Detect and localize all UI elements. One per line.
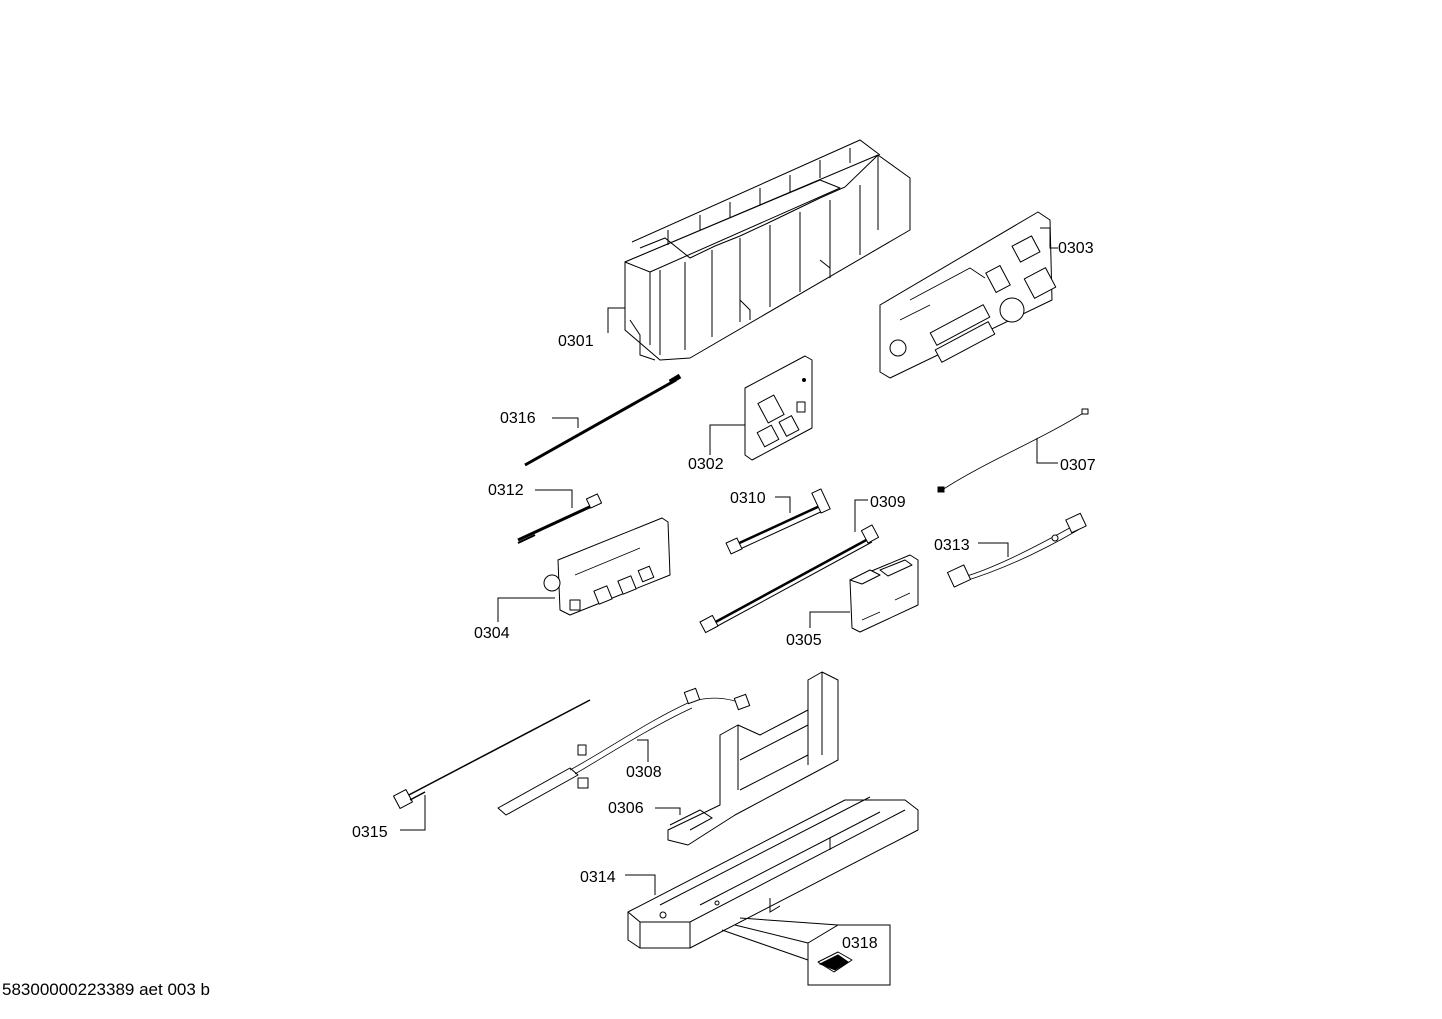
label-0302: 0302: [688, 456, 724, 473]
leader-0314: [625, 874, 656, 895]
leader-0301: [607, 307, 625, 333]
part-0305-module[interactable]: [849, 554, 919, 633]
label-0303: 0303: [1058, 240, 1094, 257]
label-0301: 0301: [558, 333, 594, 350]
part-0309-cable[interactable]: [699, 524, 880, 634]
label-0309: 0309: [870, 494, 906, 511]
label-0306: 0306: [608, 800, 644, 817]
leader-0312: [535, 489, 573, 508]
part-0312-cable[interactable]: [517, 493, 603, 544]
part-0314-tray[interactable]: [627, 796, 919, 949]
part-0316-cable[interactable]: [524, 373, 682, 467]
label-0307: 0307: [1060, 457, 1096, 474]
label-0308: 0308: [626, 764, 662, 781]
part-0301-housing[interactable]: [624, 139, 911, 361]
label-0314: 0314: [580, 869, 616, 886]
label-0313: 0313: [934, 537, 970, 554]
part-0318-pad-detail[interactable]: [721, 917, 891, 986]
part-0307-wire[interactable]: [937, 408, 1089, 493]
leader-0305: [809, 611, 850, 628]
part-0303-control-board[interactable]: [879, 211, 1057, 379]
leader-0316: [552, 417, 579, 428]
part-0313-harness[interactable]: [946, 512, 1087, 588]
label-0316: 0316: [500, 410, 536, 427]
label-0305: 0305: [786, 632, 822, 649]
part-0306-frame[interactable]: [667, 671, 839, 846]
label-0318: 0318: [842, 935, 878, 952]
leader-0307: [1036, 438, 1058, 464]
leader-0315: [400, 795, 426, 831]
leader-0304: [497, 597, 555, 622]
label-0304: 0304: [474, 625, 510, 642]
leader-0302: [709, 424, 745, 455]
document-id: 58300000223389 aet 003 b: [2, 980, 210, 999]
leader-0313: [978, 542, 1009, 557]
part-0308-harness[interactable]: [497, 687, 751, 816]
part-0304-board[interactable]: [543, 517, 671, 616]
label-0310: 0310: [730, 490, 766, 507]
label-0315: 0315: [352, 824, 388, 841]
part-0315-cable[interactable]: [393, 699, 591, 809]
leader-0308: [637, 739, 649, 762]
part-0310-cable[interactable]: [725, 488, 831, 555]
leader-0306: [655, 807, 681, 815]
part-0302-small-board[interactable]: [744, 355, 813, 461]
leader-0310: [775, 496, 791, 513]
leader-0309: [854, 499, 868, 532]
label-0312: 0312: [488, 482, 524, 499]
leader-0303: [1040, 227, 1058, 249]
